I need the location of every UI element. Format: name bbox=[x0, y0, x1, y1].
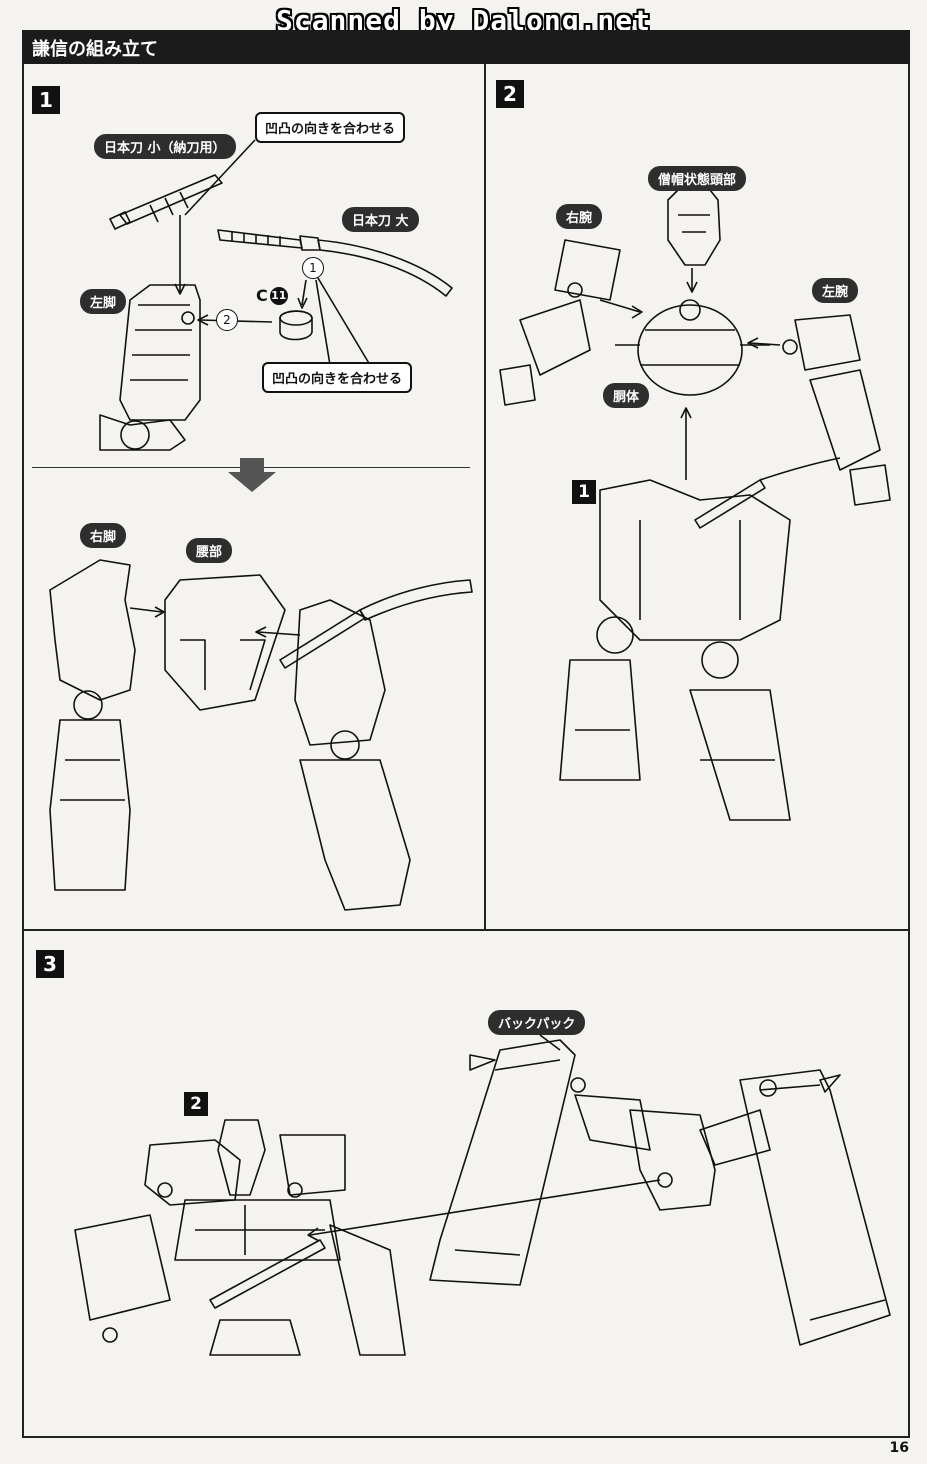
waist-illustration bbox=[164, 574, 286, 711]
runner-letter: C bbox=[256, 286, 268, 305]
right-leg-illustration bbox=[49, 559, 136, 891]
assembled-body-illustration bbox=[559, 457, 841, 821]
backpack-illustration bbox=[429, 1039, 891, 1346]
sequence-marker-2: 2 bbox=[216, 309, 238, 331]
panel-divider-vertical bbox=[484, 64, 486, 930]
step2-arrows bbox=[599, 268, 781, 480]
step-3-badge: 3 bbox=[36, 950, 64, 978]
sequence-marker-1: 1 bbox=[302, 257, 324, 279]
down-arrow bbox=[228, 458, 276, 492]
katana-large-illustration bbox=[217, 229, 453, 297]
label-right-leg: 右脚 bbox=[80, 523, 127, 548]
label-left-arm: 左腕 bbox=[812, 278, 859, 303]
step-2-badge: 2 bbox=[496, 80, 524, 108]
note-align-top: 凹凸の向きを合わせる bbox=[255, 112, 406, 143]
ref-step-1-badge: 1 bbox=[572, 480, 596, 504]
section-title: 謙信の組み立て bbox=[32, 39, 158, 60]
torso-illustration bbox=[615, 299, 770, 396]
left-arm-illustration bbox=[782, 314, 891, 506]
page-number: 16 bbox=[889, 1440, 909, 1456]
label-head: 僧帽状態頭部 bbox=[648, 166, 747, 191]
left-leg-with-katana-illustration bbox=[279, 579, 473, 911]
katana-small-illustration bbox=[109, 174, 223, 230]
step3-arrows bbox=[307, 1034, 661, 1242]
label-waist: 腰部 bbox=[186, 538, 233, 563]
label-left-leg: 左脚 bbox=[80, 289, 127, 314]
step1b-arrows bbox=[129, 606, 301, 638]
head-illustration bbox=[667, 189, 721, 266]
label-katana-large: 日本刀 大 bbox=[342, 207, 419, 232]
label-torso: 胴体 bbox=[603, 383, 650, 408]
upper-body-illustration bbox=[74, 1119, 406, 1356]
ref-step-2-badge: 2 bbox=[184, 1092, 208, 1116]
note-align-bottom: 凹凸の向きを合わせる bbox=[262, 362, 413, 393]
right-arm-illustration bbox=[499, 239, 621, 406]
left-leg-illustration bbox=[99, 284, 201, 451]
runner-number: 11 bbox=[269, 287, 288, 305]
label-katana-small: 日本刀 小（納刀用） bbox=[94, 134, 236, 159]
instruction-frame bbox=[22, 64, 910, 1438]
peg-part-illustration bbox=[279, 310, 313, 341]
label-right-arm: 右腕 bbox=[556, 204, 603, 229]
step-1-badge: 1 bbox=[32, 86, 60, 114]
label-backpack: バックパック bbox=[488, 1010, 586, 1035]
section-header: 謙信の組み立て bbox=[22, 30, 910, 64]
panel-divider-horizontal bbox=[22, 929, 910, 931]
